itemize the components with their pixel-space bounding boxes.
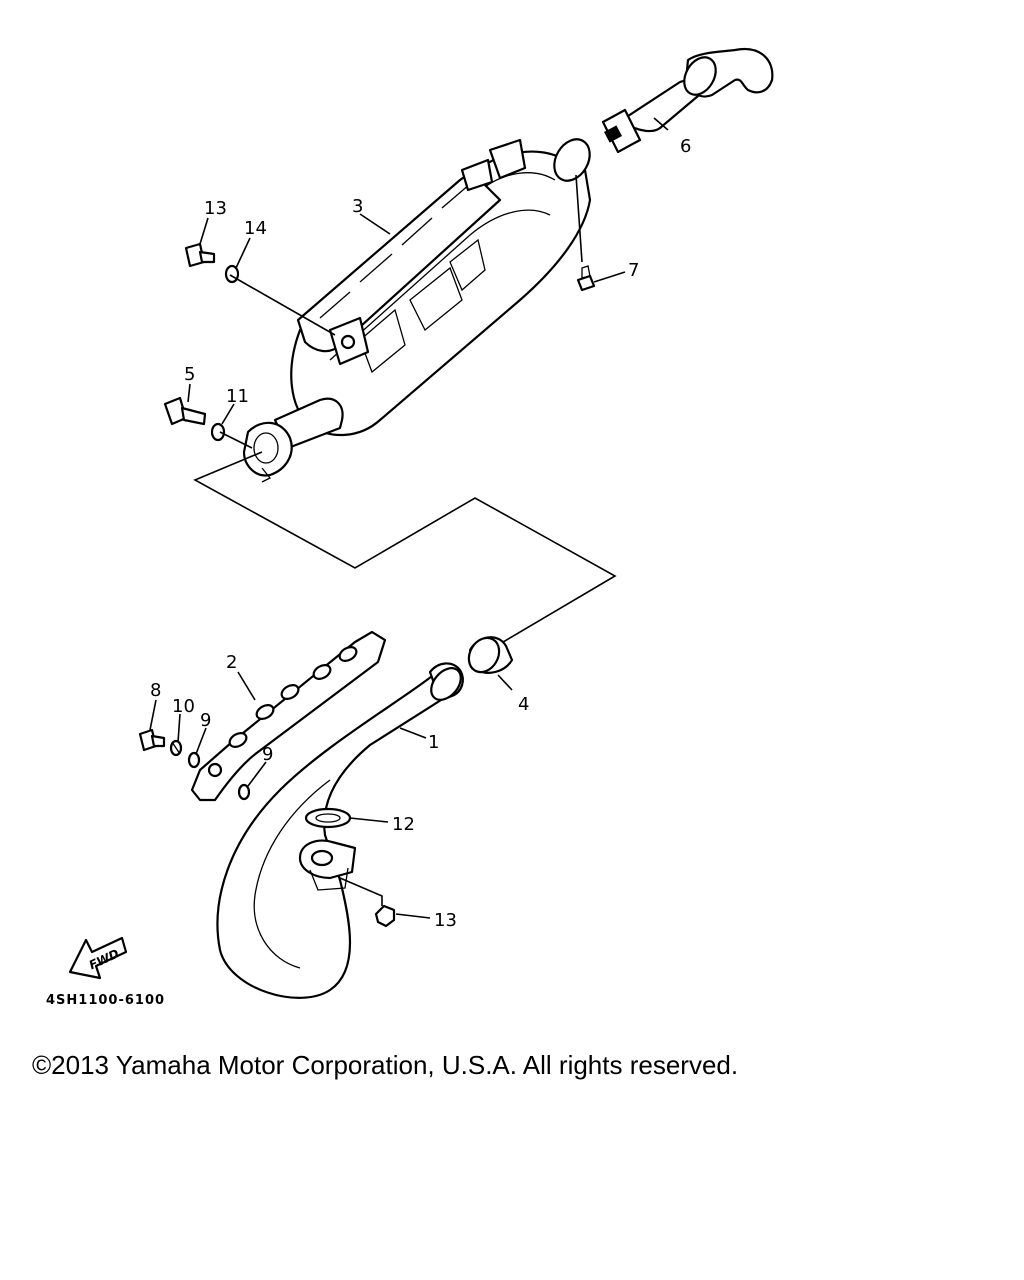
connection-lines (193, 174, 617, 646)
copyright-notice: ©2013 Yamaha Motor Corporation, U.S.A. A… (32, 1050, 739, 1080)
washer-9-upper[interactable] (187, 751, 201, 769)
callout-9-lower: 9 (262, 744, 273, 765)
callout-8: 8 (150, 680, 161, 701)
bolt-8[interactable] (138, 728, 166, 752)
callout-10: 10 (172, 696, 195, 717)
gasket-4[interactable] (463, 632, 514, 677)
gasket-12[interactable] (304, 807, 352, 829)
silencer-assembly[interactable] (242, 133, 597, 483)
exhaust-flange[interactable] (298, 839, 357, 891)
callout-7: 7 (628, 260, 639, 281)
exhaust-pipe[interactable] (216, 662, 467, 999)
callout-15: 14 (244, 218, 267, 239)
callout-4: 4 (518, 694, 529, 715)
spring-washer-10[interactable] (169, 739, 183, 757)
callout-11: 11 (226, 386, 249, 407)
callout-3: 3 (352, 196, 363, 217)
fwd-arrow-icon: FWD (68, 936, 128, 980)
nut-13[interactable] (374, 904, 396, 928)
drawing-code: 4SH1100-6100 (46, 993, 165, 1008)
callouts: 13 14 3 6 7 5 11 2 4 1 8 10 9 9 12 13 13 (150, 136, 691, 931)
protector-2[interactable] (190, 630, 387, 802)
bolt-7[interactable] (576, 265, 596, 292)
leader-lines (149, 117, 669, 919)
callout-14: 13 (204, 198, 227, 219)
tail-pipe[interactable] (601, 47, 774, 154)
callout-5: 5 (184, 364, 195, 385)
bolt-5[interactable] (163, 396, 207, 426)
washer-11[interactable] (210, 422, 226, 442)
callout-2: 2 (226, 652, 237, 673)
callout-12: 12 (392, 814, 415, 835)
callout-13-label: 13 (434, 910, 457, 931)
callout-9-upper: 9 (200, 710, 211, 731)
washer-15[interactable] (224, 264, 240, 284)
callout-6: 6 (680, 136, 691, 157)
washer-9-lower[interactable] (237, 783, 251, 801)
bolt-14[interactable] (184, 242, 216, 268)
callout-1: 1 (428, 732, 439, 753)
